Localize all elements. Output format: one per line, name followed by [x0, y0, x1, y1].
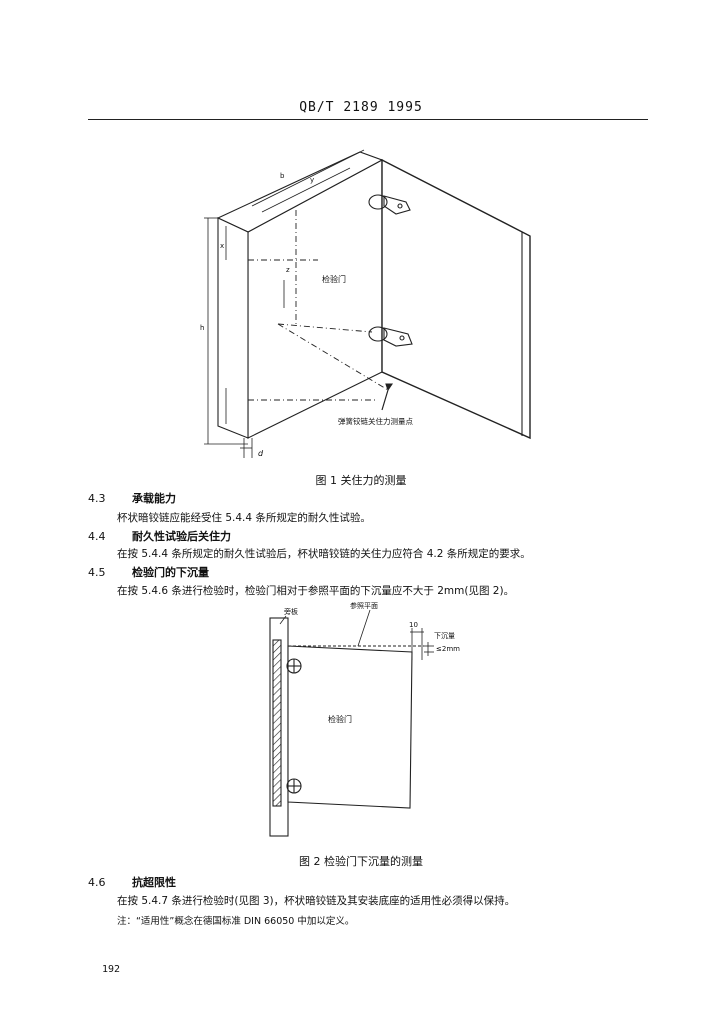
side-panel-label: 旁板	[284, 607, 298, 616]
page-header: QB/T 2189 1995	[299, 100, 423, 115]
dim-z-label: z	[286, 266, 290, 274]
page-number: 192	[102, 964, 121, 975]
section-4-6-note: 注：“适用性”概念在德国标准 DIN 66050 中加以定义。	[117, 916, 355, 927]
hinge-cup-bottom	[286, 778, 302, 794]
dim-y-label: y	[310, 176, 314, 184]
door-label: 检验门	[322, 274, 346, 284]
section-4-4-text: 在按 5.4.4 条所规定的耐久性试验后，杯状暗铰链的关住力应符合 4.2 条所…	[117, 548, 531, 560]
dim-h-label: h	[200, 324, 204, 332]
side-panel	[381, 158, 531, 440]
figure-1-caption: 图 1 关住力的测量	[315, 474, 407, 487]
door-outline	[287, 645, 413, 809]
door-left-edge	[217, 217, 249, 439]
dim-d-label: d	[258, 449, 264, 458]
figure-2-diagram: 旁板 参照平面 10 下沉量 ≤2mm 检验门	[269, 601, 460, 837]
door-label-2: 检验门	[328, 714, 352, 724]
section-4-6-text: 在按 5.4.7 条进行检验时(见图 3)，杯状暗铰链及其安装底座的适用性必须得…	[117, 895, 516, 907]
measuring-point-label: 弹簧铰链关住力测量点	[338, 416, 413, 426]
dim-10-label: 10	[409, 621, 418, 629]
side-panel-hatch	[272, 639, 282, 807]
section-4-3-text: 杯状暗铰链应能经受住 5.4.4 条所规定的耐久性试验。	[117, 512, 371, 524]
dim-x-label: x	[220, 242, 224, 250]
reference-plane-label: 参照平面	[350, 601, 378, 610]
hinge-bottom	[368, 326, 413, 347]
figure-1-diagram: b y h x z d 检验门 弹簧铰链关住力测量点	[200, 149, 531, 458]
hinge-top	[368, 194, 411, 215]
hinge-cup-top	[286, 658, 302, 674]
dimension-lines	[204, 149, 365, 458]
sink-limit-label: ≤2mm	[436, 645, 460, 653]
sink-label: 下沉量	[434, 632, 455, 640]
figure-2-caption: 图 2 检验门下沉量的测量	[299, 855, 423, 868]
measure-dashed-lines	[248, 210, 389, 401]
section-4-5-text: 在按 5.4.6 条进行检验时，检验门相对于参照平面的下沉量应不大于 2mm(见…	[117, 585, 515, 597]
header-rule	[88, 119, 648, 120]
dim-b-label: b	[280, 172, 285, 180]
